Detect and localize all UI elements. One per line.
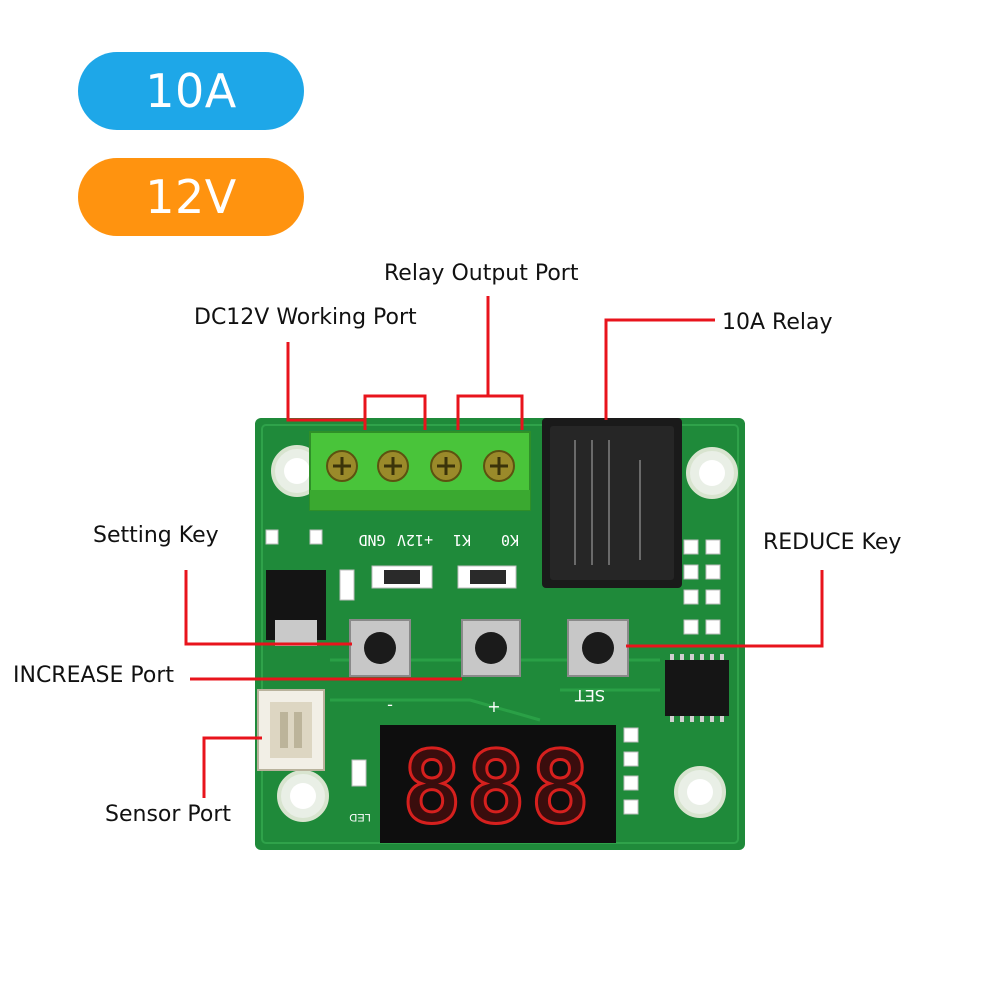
terminal-label-gnd: GND	[358, 531, 385, 549]
setting-key-button[interactable]	[349, 619, 411, 677]
callout-increase-port: INCREASE Port	[13, 663, 175, 688]
callout-reduce-key: REDUCE Key	[763, 530, 902, 555]
increase-key-button[interactable]	[461, 619, 521, 677]
callout-sensor-port: Sensor Port	[105, 802, 232, 827]
callout-dc12v-working-port: DC12V Working Port	[194, 305, 417, 330]
leader-10a-relay	[604, 318, 715, 420]
callout-setting-key: Setting Key	[93, 523, 219, 548]
current-rating-badge: 10A	[78, 52, 304, 130]
reduce-key-button[interactable]	[567, 619, 629, 677]
voltage-rating-badge: 12V	[78, 158, 304, 236]
leader-relay-output-port	[456, 296, 524, 430]
callout-relay-output-port: Relay Output Port	[384, 261, 579, 286]
leader-reduce-key	[626, 570, 824, 648]
button-label-plus: +	[487, 697, 500, 716]
seven-segment-display: 888	[380, 725, 616, 848]
terminal-block	[309, 431, 531, 511]
terminal-label-12v: +12V	[397, 531, 433, 549]
button-label-minus: -	[387, 695, 393, 714]
leader-sensor-port	[202, 736, 262, 798]
current-rating-label: 10A	[145, 64, 237, 118]
leader-dc12v-working-port	[286, 342, 427, 430]
display-readout: 888	[402, 729, 595, 846]
terminal-label-k0: K0	[501, 531, 519, 549]
led-label: LED	[349, 811, 370, 823]
microcontroller-chip	[665, 660, 729, 716]
leader-setting-key	[184, 570, 352, 646]
button-label-set: SET	[575, 686, 605, 705]
sensor-connector[interactable]	[257, 689, 325, 771]
terminal-label-k1: K1	[453, 531, 471, 549]
callout-10a-relay: 10A Relay	[722, 310, 833, 335]
relay-10a	[542, 418, 682, 588]
voltage-rating-label: 12V	[145, 170, 237, 224]
callout-leader-lines	[184, 296, 824, 798]
